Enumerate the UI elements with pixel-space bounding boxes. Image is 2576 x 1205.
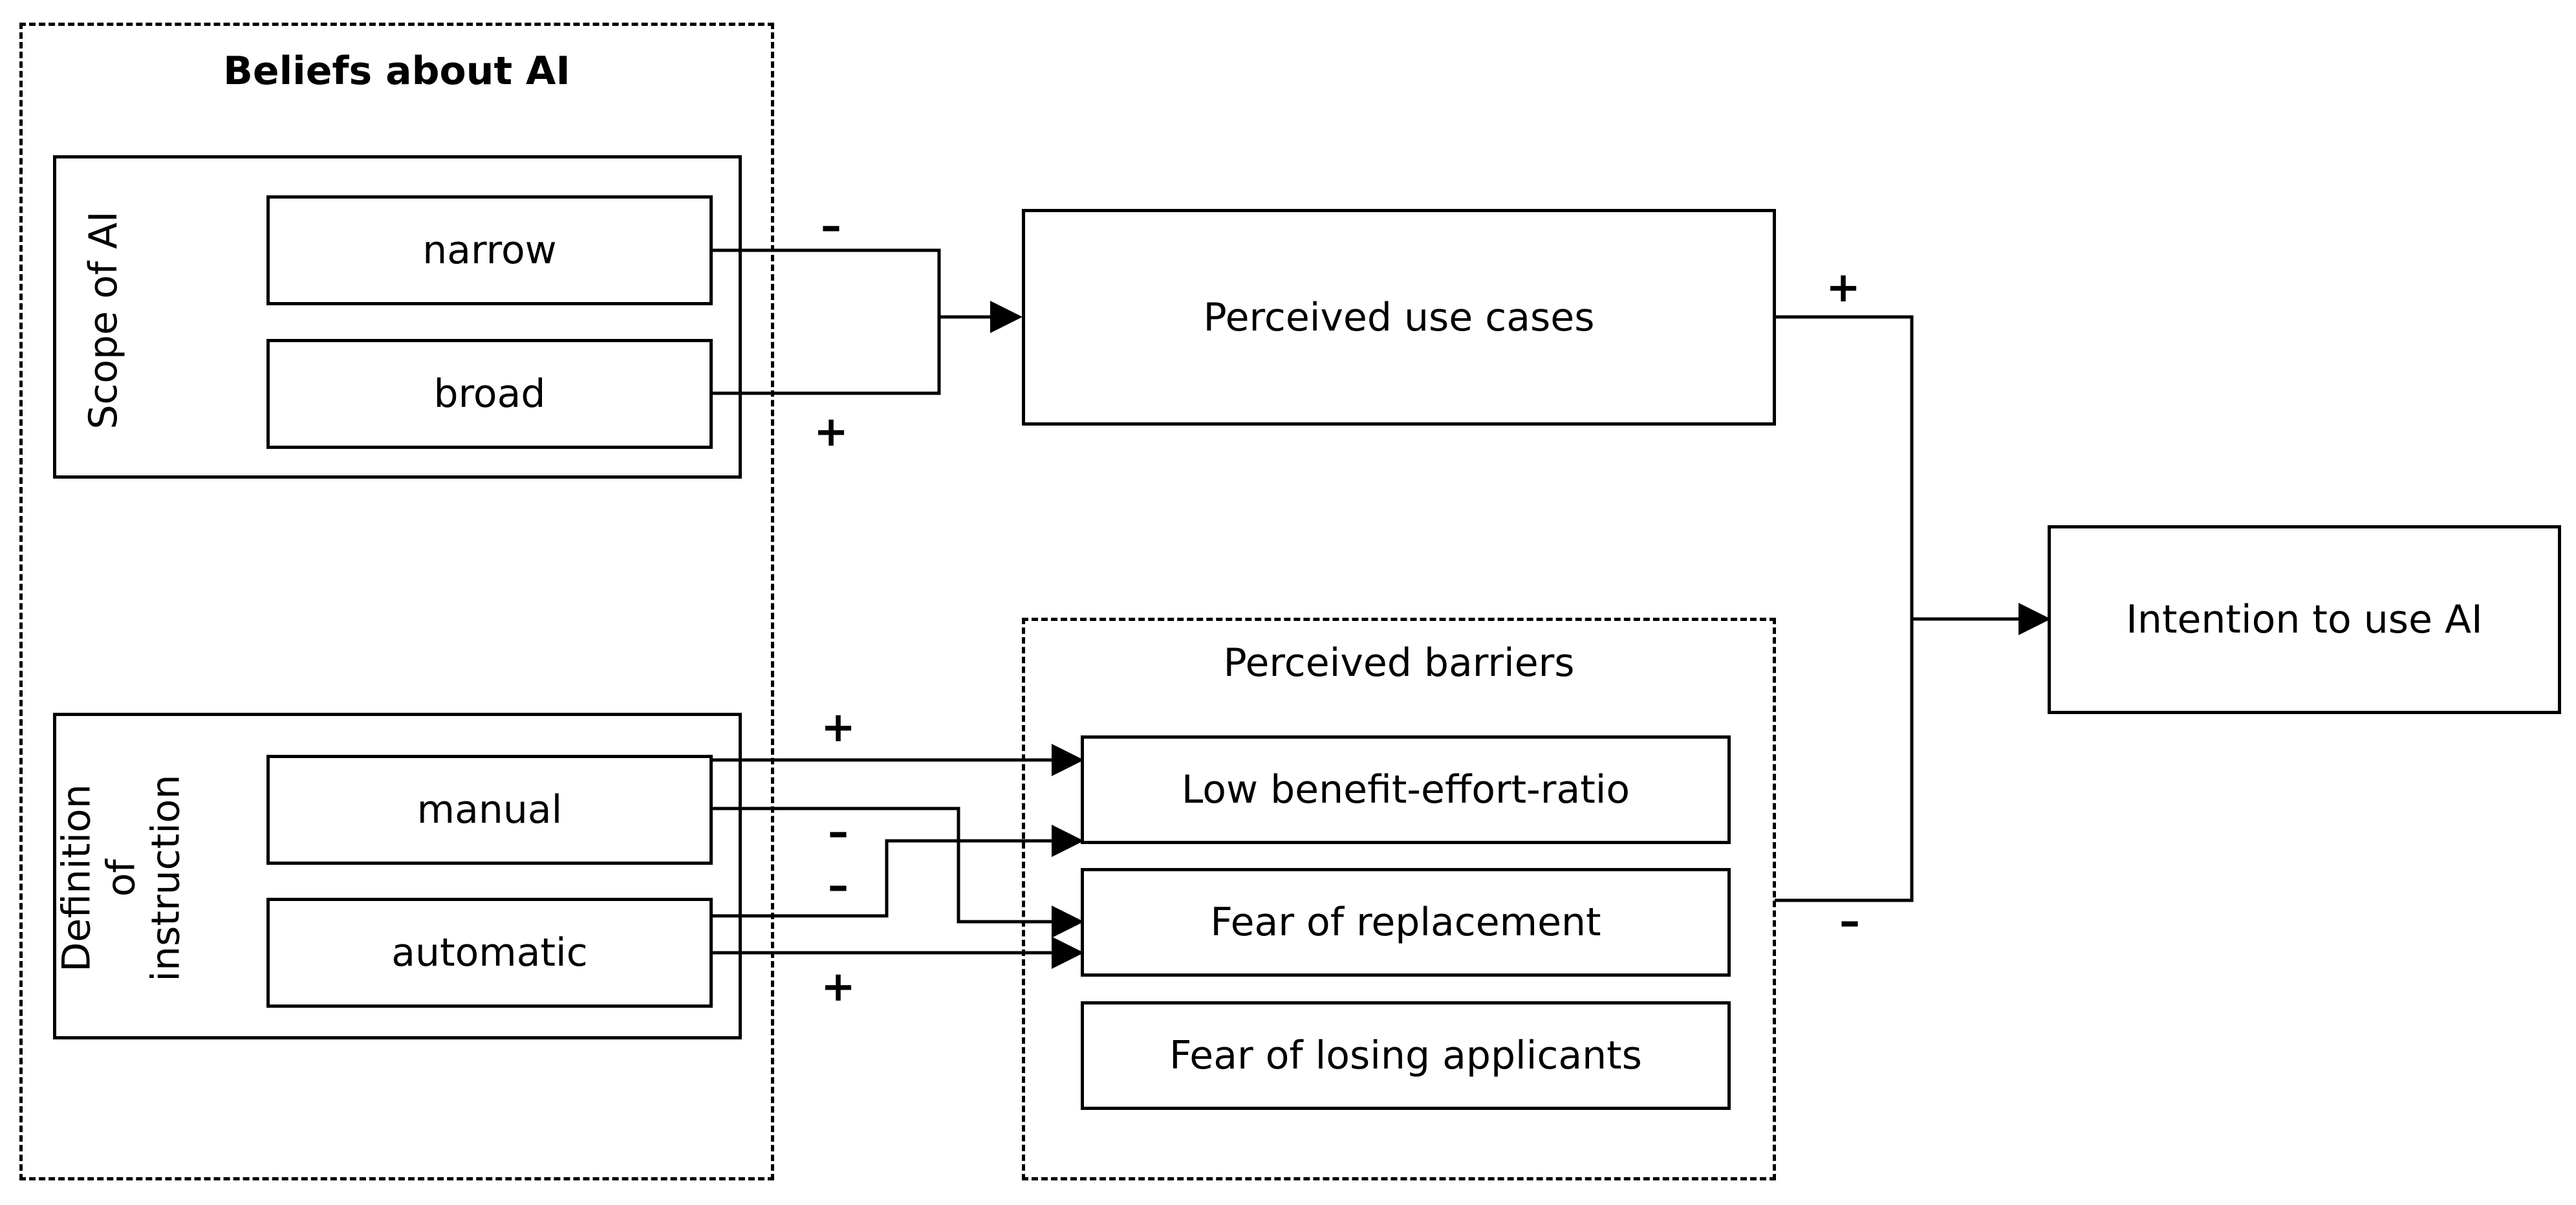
node-manual: manual [266, 755, 713, 865]
perceived-barriers-group [1022, 618, 1776, 1180]
sign-narrow-to-use-cases: – [821, 202, 841, 250]
node-perceived-use-cases: Perceived use cases [1022, 209, 1776, 426]
node-automatic: automatic [266, 898, 713, 1008]
edge-automatic-to-low-benefit [709, 825, 1084, 918]
scope-of-ai-label: Scope of AI [80, 211, 126, 429]
edge-use-cases-to-intention [1775, 315, 1914, 902]
node-intention-label: Intention to use AI [2126, 597, 2483, 642]
edge-narrow-to-use-cases [709, 248, 941, 395]
definition-label-line1: Definition of [54, 784, 144, 972]
node-fear-replacement-label: Fear of replacement [1210, 900, 1601, 945]
scope-of-ai-group [53, 155, 742, 479]
definition-of-instruction-group [53, 713, 742, 1039]
definition-of-instruction-label: Definition of instruction [54, 762, 189, 995]
edge-manual-to-fear-replacement [709, 807, 1084, 938]
node-automatic-label: automatic [391, 930, 588, 975]
definition-label-line2: instruction [143, 774, 189, 982]
sign-manual-to-fear-replacement: – [828, 809, 849, 856]
node-fear-of-losing-applicants: Fear of losing applicants [1081, 1001, 1731, 1110]
sign-manual-to-low-benefit: + [821, 704, 856, 752]
node-fear-of-replacement: Fear of replacement [1081, 868, 1731, 977]
sign-use-cases-to-intention: + [1826, 264, 1861, 312]
node-low-benefit-effort-ratio: Low benefit-effort-ratio [1081, 735, 1731, 844]
node-broad: broad [266, 339, 713, 449]
node-perceived-use-cases-label: Perceived use cases [1203, 294, 1595, 340]
perceived-barriers-title: Perceived barriers [1223, 640, 1575, 686]
sign-automatic-to-fear-replacement: + [821, 963, 856, 1011]
sign-broad-to-use-cases: + [814, 408, 849, 456]
node-broad-label: broad [433, 371, 546, 417]
node-narrow: narrow [266, 195, 713, 305]
sign-barriers-to-intention: – [1839, 898, 1860, 946]
sign-automatic-to-low-benefit: – [828, 862, 849, 910]
node-intention-to-use-ai: Intention to use AI [2048, 525, 2561, 714]
node-narrow-label: narrow [422, 228, 557, 273]
beliefs-title: Beliefs about AI [223, 49, 570, 94]
node-fear-losing-applicants-label: Fear of losing applicants [1169, 1033, 1642, 1078]
node-low-benefit-label: Low benefit-effort-ratio [1181, 767, 1630, 812]
node-manual-label: manual [417, 787, 563, 832]
beliefs-group [19, 23, 774, 1180]
